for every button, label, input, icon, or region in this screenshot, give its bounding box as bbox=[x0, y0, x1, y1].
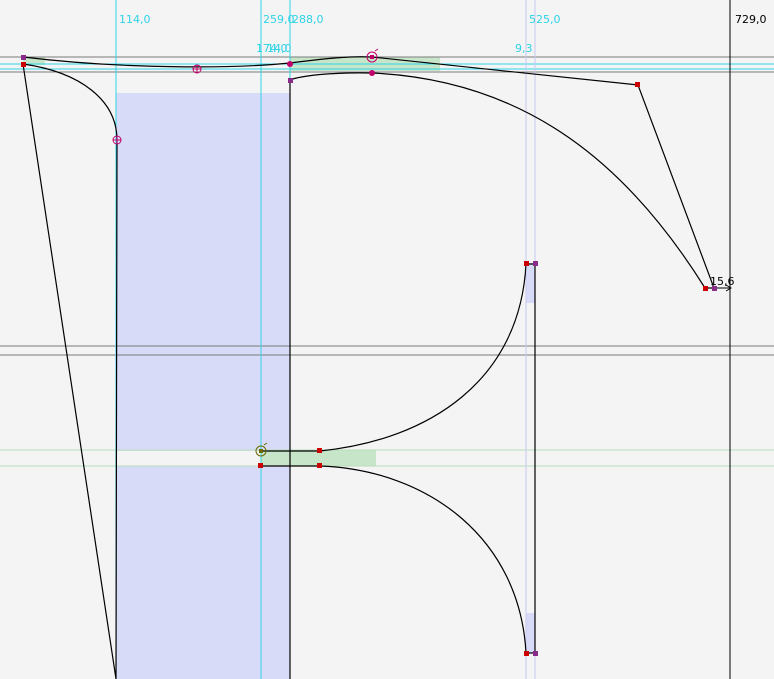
stem-hint-zone bbox=[116, 93, 290, 451]
guide-label: 259,0 bbox=[263, 13, 295, 26]
stem-hint-zone-lower bbox=[116, 466, 290, 679]
square-node-icon[interactable] bbox=[533, 651, 538, 656]
square-node-icon[interactable] bbox=[533, 261, 538, 266]
glyph-outline-crossbar[interactable] bbox=[261, 263, 536, 654]
start-point-icon[interactable] bbox=[366, 48, 379, 63]
start-point-icon[interactable] bbox=[255, 442, 268, 457]
spur-arrow-icon bbox=[725, 284, 732, 292]
square-node-icon[interactable] bbox=[317, 448, 322, 453]
stem-width-label: 174,0 bbox=[256, 42, 288, 55]
square-node-icon[interactable] bbox=[258, 463, 263, 468]
serif-hint-zone-right bbox=[526, 263, 535, 303]
square-node-icon[interactable] bbox=[288, 78, 293, 83]
guide-label: 525,0 bbox=[529, 13, 561, 26]
crosshair-circle-icon[interactable] bbox=[192, 64, 202, 74]
stem-width-label: 9,3 bbox=[515, 42, 533, 55]
square-node-icon[interactable] bbox=[317, 463, 322, 468]
guide-label: 114,0 bbox=[119, 13, 151, 26]
advance-width-label: 729,0 bbox=[735, 13, 767, 26]
square-node-icon[interactable] bbox=[712, 286, 717, 291]
square-node-icon[interactable] bbox=[635, 82, 640, 87]
square-node-icon[interactable] bbox=[524, 651, 529, 656]
square-node-icon[interactable] bbox=[21, 62, 26, 67]
spur-width-label: 15,6 bbox=[710, 275, 735, 288]
square-node-icon[interactable] bbox=[524, 261, 529, 266]
square-node-icon[interactable] bbox=[703, 286, 708, 291]
serif-hint-zone-right-lower bbox=[526, 613, 535, 653]
smooth-point-icon[interactable] bbox=[369, 70, 375, 76]
stem-width-label: 14,0 bbox=[267, 42, 292, 55]
crosshair-circle-icon[interactable] bbox=[112, 135, 122, 145]
top-left-hint-zone bbox=[23, 57, 45, 65]
guide-label: 288,0 bbox=[292, 13, 324, 26]
square-node-icon[interactable] bbox=[21, 55, 26, 60]
smooth-point-icon[interactable] bbox=[287, 61, 293, 67]
